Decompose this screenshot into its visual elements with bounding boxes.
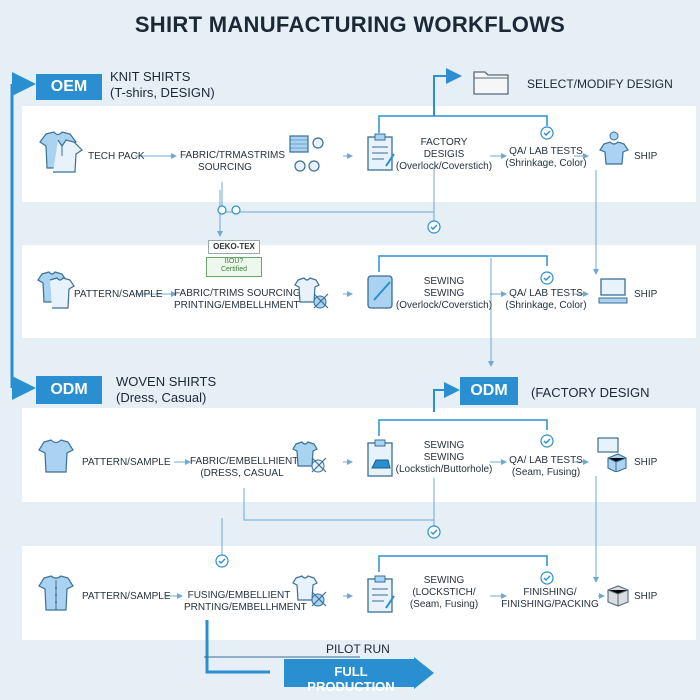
fusing-line1: FUSING/EMBELLIENT (187, 590, 291, 601)
sewing-label: SEWING SEWING (Overlock/Coverstich) (394, 276, 494, 312)
tshirts-icon (37, 271, 75, 309)
certified-badge-line2: Certified (220, 266, 248, 273)
odm-row3-panel (22, 408, 696, 502)
sewing4-line2: (LOCKSTICH/ (412, 587, 476, 598)
qa-lab-tests-label-3: QA/ LAB TESTS (Seam, Fusing) (504, 455, 588, 479)
oem-heading-line2: (T-shirs, DESIGN) (110, 85, 215, 100)
fabric-sourcing-line1: FABRIC/TRMASTRIMS (180, 150, 286, 161)
odm-factory-badge: ODM (460, 377, 518, 405)
fusing-line2: PRNTING/EMBELLHMENT (184, 602, 307, 613)
fabric-emb-line2: (DRESS, CASUAL (200, 468, 284, 479)
sewing-line3: (Overlock/Coverstich) (395, 300, 493, 311)
ship-label-4: SHIP (634, 591, 658, 602)
sewing-label-4: SEWING (LOCKSTICH/ (Seam, Fusing) (394, 575, 494, 611)
page-title: SHIRT MANUFACTURING WORKFLOWS (134, 12, 566, 37)
certified-badge-line1: ßOU? (224, 258, 244, 265)
oem-heading-line1: KNIT SHIRTS (110, 69, 191, 84)
ship-person-icon (599, 131, 629, 165)
full-production-arrow (284, 657, 434, 689)
finishing-packing-label: FINISHING/ FINISHING/PACKING (500, 587, 600, 611)
clipboard-icon (367, 133, 395, 171)
fusing-embellishment-label: FUSING/EMBELLIENT PRNTING/EMBELLHMENT (184, 590, 307, 614)
qa2-line1: QA/ LAB TESTS (509, 288, 583, 299)
pattern-sample-label: PATTERN/SAMPLE (74, 289, 163, 300)
odm-heading-line1: WOVEN SHIRTS (116, 374, 217, 389)
sewing-label-3: SEWING SEWING (Lockstich/Buttorhole) (394, 440, 494, 476)
pilot-run-label: PILOT RUN (326, 642, 390, 656)
fabric-sourcing-line2: SOURCING (198, 162, 252, 173)
fabric-trims-line2: PRINTING/EMBELLHMENT (174, 300, 300, 311)
qa-lab-tests-label: QA/ LAB TESTS (Shrinkage, Color) (504, 146, 588, 170)
finish-line2: FINISHING/PACKING (501, 599, 599, 610)
sewing4-line1: SEWING (423, 575, 465, 586)
sewing-line1: SEWING (423, 276, 465, 287)
factory-design-label: FACTORY DESIGIS (Overlock/Coverstich) (394, 137, 494, 173)
computer-box-icon (597, 437, 627, 472)
sewing-pad-icon (367, 275, 393, 309)
sewing3-line3: (Lockstich/Buttorhole) (395, 464, 493, 475)
factory-design-line3: (Overlock/Coverstich) (395, 161, 493, 172)
oem-badge: OEM (36, 74, 102, 100)
ship-label-2: SHIP (634, 289, 658, 300)
factory-design-line1: FACTORY (420, 137, 468, 148)
odm-heading-line2: (Dress, Casual) (116, 390, 207, 405)
button-shirt-icon (38, 575, 74, 611)
certified-badge: ßOU? Certified (206, 257, 262, 277)
qa-line2: (Shrinkage, Color) (505, 158, 587, 169)
oem-heading: KNIT SHIRTS (T-shirs, DESIGN) (110, 69, 215, 101)
fabric-emb-line1: FABRIC/EMBELLHIENT (190, 456, 299, 467)
ship-label-3: SHIP (634, 457, 658, 468)
tech-pack-label: TECH PACK (88, 151, 145, 162)
shirt-tools-icon-4 (292, 575, 327, 607)
qa-lab-tests-label-2: QA/ LAB TESTS (Shrinkage, Color) (504, 288, 588, 312)
polo-shirts-icon (39, 131, 83, 173)
select-modify-design-label: SELECT/MODIFY DESIGN (527, 77, 673, 91)
sewing3-line2: SEWING (423, 452, 465, 463)
factory-design-heading: (FACTORY DESIGN (531, 385, 650, 400)
qa-line1: QA/ LAB TESTS (509, 146, 583, 157)
fabric-trims-printing-label: FABRIC/TRIMS SOURCING PRINTING/EMBELLHME… (174, 288, 301, 312)
folder-icon (473, 71, 509, 95)
qa3-line2: (Seam, Fusing) (511, 467, 581, 478)
fabric-buttons-icon (289, 135, 324, 172)
qa3-line1: QA/ LAB TESTS (509, 455, 583, 466)
fabric-embellishment-label: FABRIC/EMBELLHIENT (DRESS, CASUAL (190, 456, 299, 480)
shirt-tools-icon (294, 277, 329, 309)
box-icon (607, 585, 629, 607)
fabric-trims-line1: FABRIC/TRIMS SOURCING (174, 288, 301, 299)
computer-icon (598, 278, 628, 304)
odm-heading: WOVEN SHIRTS (Dress, Casual) (116, 374, 216, 406)
pattern-sample-label-3: PATTERN/SAMPLE (82, 457, 171, 468)
sewing4-line3: (Seam, Fusing) (409, 599, 479, 610)
woven-shirt-icon (38, 439, 74, 473)
odm-badge: ODM (36, 376, 102, 404)
sewing3-line1: SEWING (423, 440, 465, 451)
full-production-label: FULL PRODUCTION (307, 664, 395, 694)
finish-line1: FINISHING/ (523, 587, 577, 598)
fabric-sourcing-label: FABRIC/TRMASTRIMS SOURCING (180, 150, 286, 174)
clipboard-icon-4 (367, 575, 395, 613)
odm-row4-panel (22, 546, 696, 640)
qa2-line2: (Shrinkage, Color) (505, 300, 587, 311)
shirt-tools-icon-3 (292, 441, 327, 473)
pattern-sample-label-4: PATTERN/SAMPLE (82, 591, 171, 602)
ship-label: SHIP (634, 151, 658, 162)
oeko-tex-badge: OEKO-TEX (208, 240, 260, 254)
factory-design-line2: DESIGIS (423, 149, 465, 160)
sewing-line2: SEWING (423, 288, 465, 299)
iron-clipboard-icon (367, 439, 393, 477)
